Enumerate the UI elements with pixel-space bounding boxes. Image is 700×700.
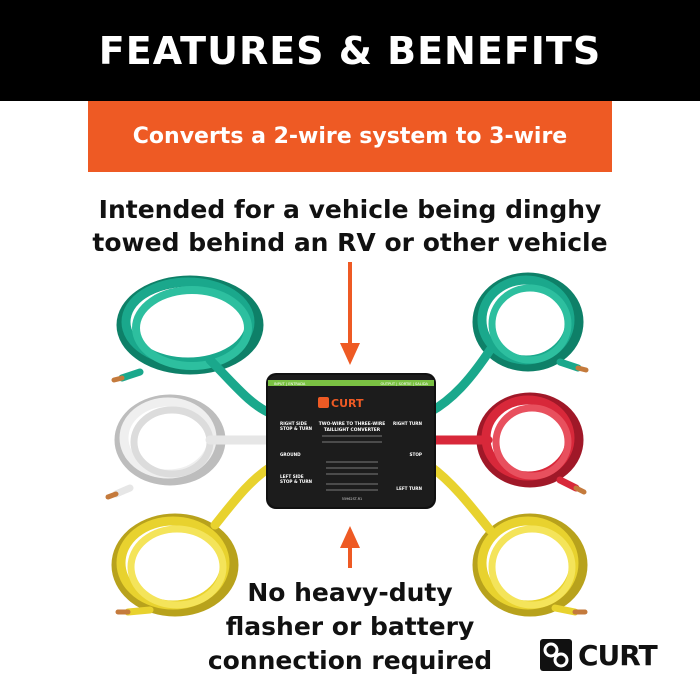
- module-brand-logo: CURT: [318, 397, 364, 410]
- wire-yellow-right: [425, 461, 588, 617]
- bottom-line-3: connection required: [207, 646, 493, 675]
- wire-red-right: [425, 392, 587, 495]
- wire-yellow-left: [111, 461, 277, 617]
- module-right-left-turn: LEFT TURN: [396, 486, 422, 491]
- intended-caption: Intended for a vehicle being dinghy towe…: [0, 193, 700, 259]
- module-title-2: TAILLIGHT CONVERTER: [324, 427, 381, 433]
- module-title-1: TWO-WIRE TO THREE-WIRE: [319, 421, 385, 427]
- module-left-rst-2: STOP & TURN: [280, 426, 313, 431]
- module-left-lst-1: LEFT SIDE: [280, 474, 304, 479]
- header-bar: FEATURES & BENEFITS: [0, 0, 700, 101]
- module-left-lst-2: STOP & TURN: [280, 479, 313, 484]
- wire-green-left: [111, 275, 277, 419]
- curt-logo-text: CURT: [578, 638, 658, 672]
- curt-logo: CURT: [540, 636, 670, 674]
- bottom-line-2: flasher or battery: [225, 612, 475, 641]
- banner-text: Converts a 2-wire system to 3-wire: [132, 124, 568, 149]
- curt-emblem-icon: [540, 639, 572, 671]
- page-title: FEATURES & BENEFITS: [98, 28, 602, 73]
- converter-module: INPUT | ENTRADA OUTPUT | SORTIE | SALIDA…: [266, 373, 436, 509]
- module-right-turn: RIGHT TURN: [393, 421, 423, 426]
- arrow-down-icon: [340, 262, 360, 365]
- feature-banner: Converts a 2-wire system to 3-wire: [88, 101, 612, 172]
- module-input-label: INPUT | ENTRADA: [274, 382, 306, 386]
- module-right-stop: STOP: [409, 452, 422, 457]
- wire-white-left: [105, 394, 277, 500]
- arrow-up-icon: [340, 526, 360, 568]
- intended-line-1: Intended for a vehicle being dinghy: [98, 195, 602, 224]
- intended-line-2: towed behind an RV or other vehicle: [92, 228, 608, 257]
- no-flasher-caption: No heavy-duty flasher or battery connect…: [150, 576, 550, 678]
- module-left-ground: GROUND: [280, 452, 301, 457]
- module-part-number: 55962ST-R1: [342, 497, 362, 501]
- wire-green-right: [425, 272, 589, 417]
- module-left-rst-1: RIGHT SIDE: [280, 421, 307, 426]
- bottom-line-1: No heavy-duty: [247, 578, 453, 607]
- module-output-label: OUTPUT | SORTIE | SALIDA: [380, 382, 428, 386]
- module-brand-text: CURT: [331, 397, 364, 410]
